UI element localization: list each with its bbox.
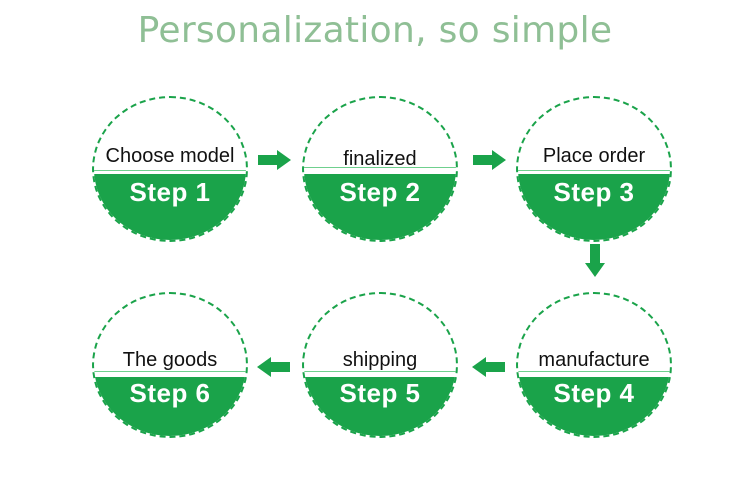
step-6-number: Step 6 — [129, 378, 211, 408]
step-2-separator — [304, 167, 456, 168]
step-1-circle: Choose model Step 1 — [92, 96, 248, 242]
step-6-band — [94, 377, 246, 436]
step-3-label: Place order — [542, 145, 646, 167]
step-2-label: finalized — [343, 148, 417, 170]
step-3-band — [518, 174, 670, 240]
step-2-number: Step 2 — [339, 177, 421, 207]
arrow-down-icon — [585, 244, 605, 277]
step-4-circle: manufacture Step 4 — [516, 292, 672, 438]
step-5-label: shipping — [342, 349, 418, 371]
step-1-separator — [94, 170, 246, 171]
arrow-left-icon — [257, 357, 290, 377]
step-4-label: manufacture — [538, 349, 650, 371]
arrow-right-icon — [258, 150, 291, 170]
arrow-right-icon — [473, 150, 506, 170]
step-5-band — [304, 377, 456, 436]
step-3-number: Step 3 — [553, 177, 635, 207]
step-4-band — [518, 377, 670, 436]
step-1-number: Step 1 — [129, 177, 211, 207]
step-5-circle: shipping Step 5 — [302, 292, 458, 438]
step-4-separator — [518, 371, 670, 372]
step-2-circle: finalized Step 2 — [302, 96, 458, 242]
step-6-label: The goods — [122, 349, 218, 371]
step-2-band — [304, 174, 456, 240]
step-3-separator — [518, 170, 670, 171]
step-1-label: Choose model — [105, 145, 235, 167]
step-6-circle: The goods Step 6 — [92, 292, 248, 438]
step-5-separator — [304, 371, 456, 372]
step-6-separator — [94, 371, 246, 372]
page-title: Personalization, so simple — [137, 10, 613, 51]
step-1-band — [94, 174, 246, 240]
step-4-number: Step 4 — [553, 378, 635, 408]
step-5-number: Step 5 — [339, 378, 421, 408]
step-3-circle: Place order Step 3 — [516, 96, 672, 242]
arrow-left-icon — [472, 357, 505, 377]
